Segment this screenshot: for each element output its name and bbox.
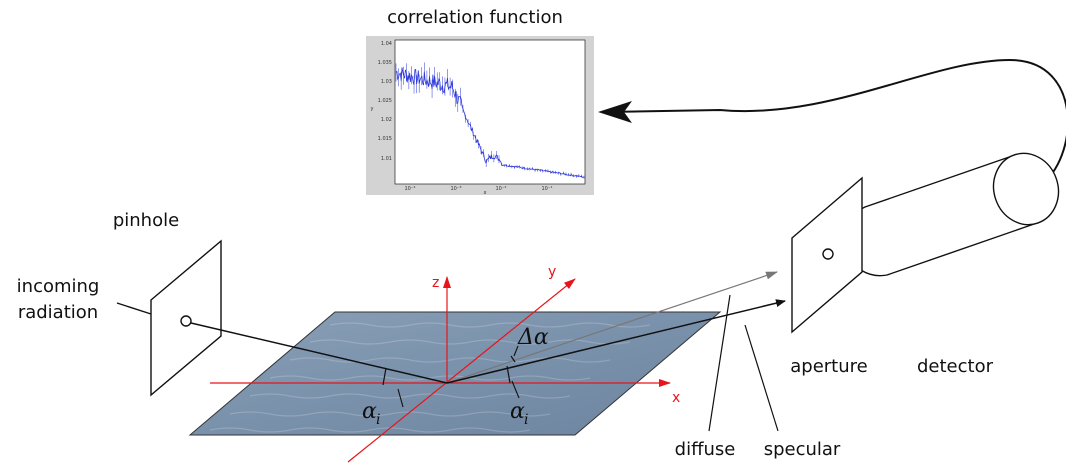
alpha-subscript: i — [376, 412, 380, 428]
incident-angle-tick — [382, 367, 387, 386]
detector — [843, 152, 1060, 277]
alpha-right-pointer — [511, 380, 520, 399]
y-tick-label: 1.01 — [381, 156, 392, 162]
correlation-function-title: correlation function — [387, 7, 563, 28]
y-axis-label: y — [548, 264, 556, 280]
detector-end-cap — [992, 152, 1060, 226]
pinhole-aperture — [180, 315, 192, 327]
surface-waves — [209, 322, 651, 433]
y-tick-label: 1.04 — [381, 41, 392, 47]
plot-axes-box — [394, 39, 586, 185]
pinhole — [116, 239, 222, 397]
aperture — [791, 176, 863, 334]
plot-x-ticks: 10⁻⁴ 10⁻³ 10⁻² 10⁻¹ — [404, 186, 552, 192]
detector-label: detector — [917, 356, 994, 377]
x-tick-label: 10⁻¹ — [541, 186, 552, 192]
plot-y-label: y — [371, 106, 374, 112]
correlation-plot: 1.04 1.035 1.03 1.025 1.02 1.015 1.01 10… — [366, 36, 594, 196]
incoming-radiation-pointer — [116, 302, 152, 315]
z-axis-label: z — [432, 275, 439, 291]
signal-arrowhead — [598, 101, 632, 123]
y-tick-label: 1.03 — [381, 79, 392, 85]
x-axis-label: x — [672, 390, 680, 406]
plot-y-ticks: 1.04 1.035 1.03 1.025 1.02 1.015 1.01 — [378, 41, 392, 162]
pinhole-label: pinhole — [113, 210, 179, 231]
specular-beam — [446, 299, 786, 384]
incident-beam — [190, 322, 448, 384]
alpha-symbol: α — [362, 399, 377, 424]
x-tick-label: 10⁻² — [495, 186, 506, 192]
diffuse-beam — [446, 271, 778, 384]
incoming-radiation-label-line1: incoming — [17, 276, 100, 297]
plot-x-label: x — [484, 190, 487, 196]
aperture-label: aperture — [790, 356, 867, 377]
plot-trace — [395, 62, 585, 179]
x-tick-label: 10⁻⁴ — [404, 186, 415, 192]
x-tick-label: 10⁻³ — [450, 186, 461, 192]
alpha-subscript: i — [524, 412, 528, 428]
alpha-left-pointer — [397, 388, 404, 408]
exit-angle-tick — [506, 365, 511, 384]
diffuse-pointer — [708, 294, 731, 432]
y-axis — [347, 278, 576, 463]
delta-alpha-pointer — [513, 345, 519, 357]
y-tick-label: 1.02 — [381, 117, 392, 123]
alpha-i-right: α i — [510, 399, 528, 428]
specular-pointer — [744, 324, 779, 432]
y-tick-label: 1.035 — [378, 60, 392, 66]
specular-label: specular — [764, 439, 841, 460]
signal-curve — [603, 58, 1066, 186]
delta-alpha-symbol: Δα — [517, 325, 549, 350]
alpha-i-left: α i — [362, 399, 380, 428]
incoming-radiation-label-line2: radiation — [18, 302, 98, 323]
trace-line — [395, 67, 584, 178]
diffuse-label: diffuse — [675, 439, 736, 460]
y-tick-label: 1.025 — [378, 98, 392, 104]
sample-surface — [188, 311, 722, 436]
aperture-hole — [822, 248, 834, 260]
delta-angle-tick — [510, 355, 516, 363]
y-tick-label: 1.015 — [378, 136, 392, 142]
coordinate-axes: x z y — [210, 264, 680, 463]
alpha-symbol: α — [510, 399, 525, 424]
